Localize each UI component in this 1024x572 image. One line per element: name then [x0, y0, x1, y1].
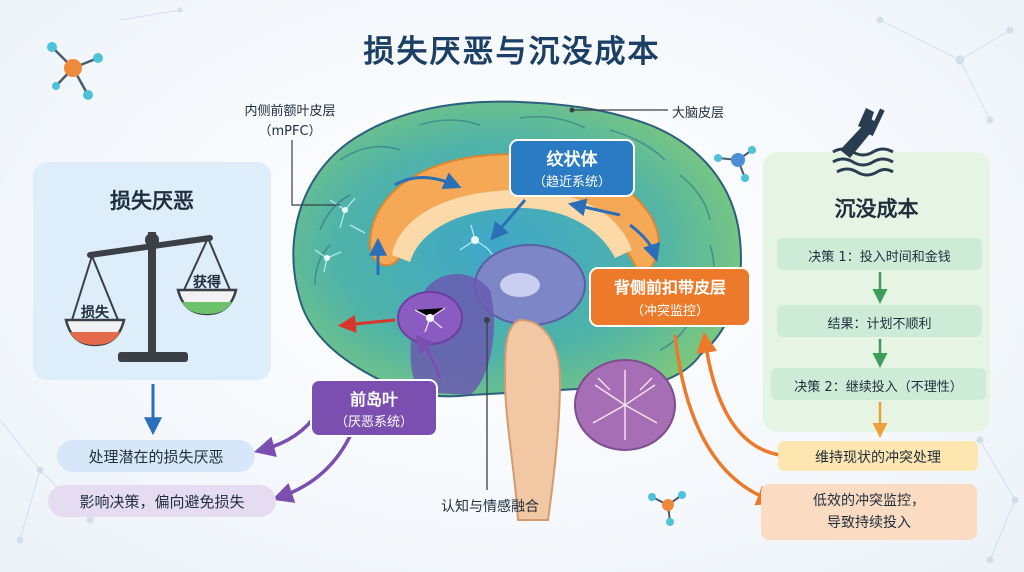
acc-effect-arrow — [696, 331, 781, 457]
circuit-arrow — [490, 199, 527, 241]
page-title: 损失厌恶与沉没成本 — [363, 34, 661, 70]
effect-2-text: 影响决策，偏向避免损失 — [79, 493, 245, 511]
insula-title: 前岛叶 — [349, 390, 398, 409]
balance-scale-icon — [64, 232, 238, 362]
striatum-label-box — [509, 139, 635, 197]
acc-subtitle: （冲突监控） — [630, 304, 709, 319]
circuit-arrow — [394, 172, 462, 190]
molecule-icon — [714, 146, 756, 182]
insula-link-arrow — [415, 334, 442, 379]
striatum-title: 纹状体 — [546, 150, 598, 170]
outcome-1-box — [778, 441, 978, 471]
insula-subtitle: （厌恶系统） — [334, 415, 413, 430]
insula-label-box — [310, 379, 438, 437]
scale-left-label: 损失 — [81, 305, 109, 321]
sunk-cost-step-3: 决策 2：继续投入（不理性） — [794, 380, 963, 395]
acc-title: 背侧前扣带皮层 — [613, 278, 726, 297]
label-leader — [291, 140, 340, 206]
insula-effect-arrow — [253, 411, 320, 457]
sunk-cost-title: 沉没成本 — [834, 197, 919, 221]
effect-1-text: 处理潜在的损失厌恶 — [88, 448, 224, 466]
sunk-cost-step-1-box — [777, 238, 982, 270]
sunk-cost-step-1: 决策 1：投入时间和金钱 — [808, 250, 951, 265]
sinking-ship-icon — [832, 108, 894, 177]
sunk-cost-step-2-box — [777, 305, 982, 337]
effect-1-box — [57, 440, 255, 472]
outcome-2-line2: 导致持续投入 — [827, 515, 911, 531]
scale-right-label: 获得 — [193, 275, 221, 291]
integration-label: 认知与情感融合 — [441, 499, 539, 515]
mpfc-label-line1: 内侧前额叶皮层 — [244, 104, 336, 119]
outcome-2-line1: 低效的冲突监控， — [813, 493, 925, 509]
acc-effect-arrow — [673, 334, 778, 506]
mpfc-label-line2: （mPFC） — [258, 124, 322, 139]
outcome-2-box — [761, 484, 977, 540]
cortex-label: 大脑皮层 — [672, 106, 725, 121]
sunk-cost-step-3-box — [771, 368, 986, 400]
molecule-icon — [47, 42, 103, 100]
outcome-1-text: 维持现状的冲突处理 — [815, 450, 941, 466]
circuit-arrow — [337, 314, 396, 333]
acc-label-box — [589, 267, 751, 327]
insula-effect-arrow — [272, 431, 354, 503]
effect-2-box — [48, 485, 276, 517]
loss-aversion-title: 损失厌恶 — [110, 189, 194, 213]
sunk-cost-step-2: 结果：计划不顺利 — [827, 317, 932, 332]
molecule-icon — [648, 491, 686, 526]
circuit-arrow — [629, 223, 661, 262]
circuit-arrow — [567, 198, 621, 217]
striatum-subtitle: （趋近系统） — [532, 175, 611, 190]
